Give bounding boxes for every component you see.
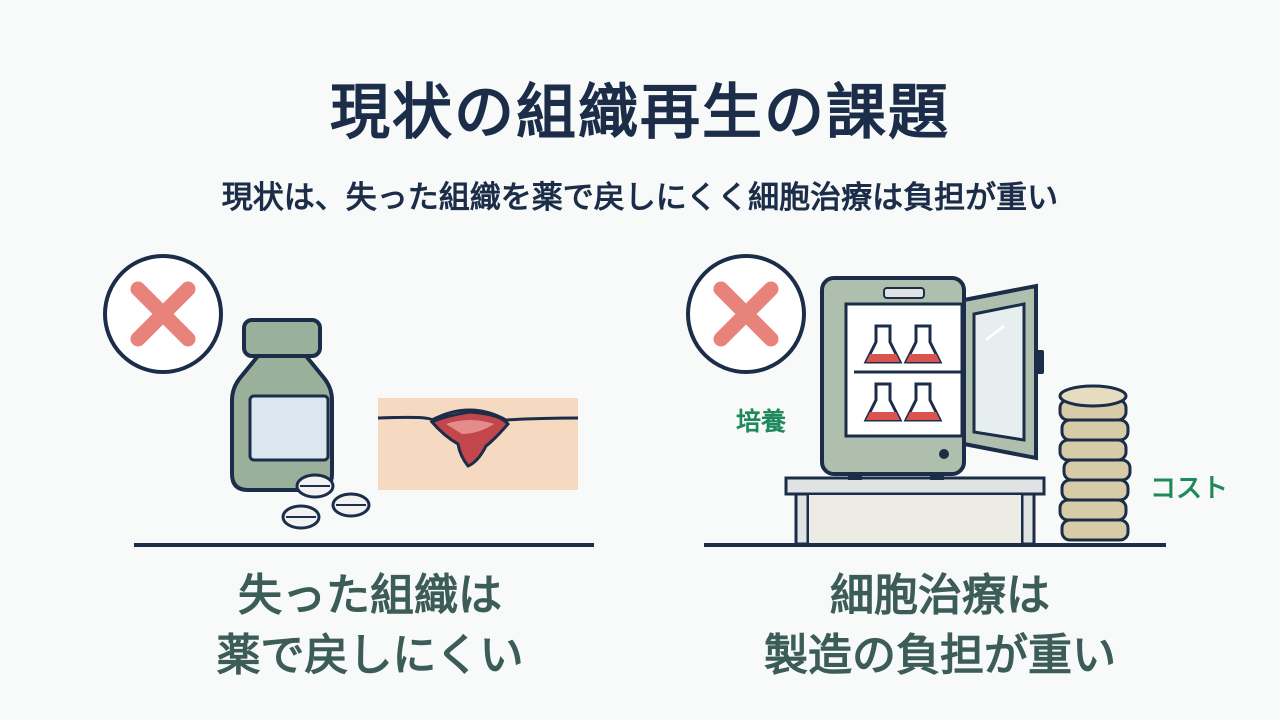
left-caption-line1: 失った組織は (238, 570, 502, 621)
medicine-bottle-icon (230, 318, 334, 492)
right-caption-line2: 製造の負担が重い (764, 630, 1116, 681)
left-caption: 失った組織は 薬で戻しにくい (160, 566, 580, 686)
left-caption-line2: 薬で戻しにくい (216, 630, 524, 681)
page-title: 現状の組織再生の課題 (330, 78, 950, 148)
right-caption: 細胞治療は 製造の負担が重い (720, 566, 1160, 686)
right-caption-line1: 細胞治療は (830, 570, 1050, 621)
incubator-icon (820, 276, 1044, 480)
coin-stack-icon (1058, 384, 1132, 542)
label-cost: コスト (1150, 474, 1229, 504)
page-subtitle: 現状は、失った組織を薬で戻しにくく細胞治療は負担が重い (221, 180, 1059, 216)
pill-icon (281, 473, 371, 530)
wound-tissue-icon (377, 398, 579, 490)
table-icon (784, 476, 1046, 546)
left-x-mark-icon (103, 254, 223, 374)
flask-icon (863, 324, 943, 422)
label-culture: 培養 (736, 407, 787, 436)
right-x-mark-icon (686, 254, 806, 374)
